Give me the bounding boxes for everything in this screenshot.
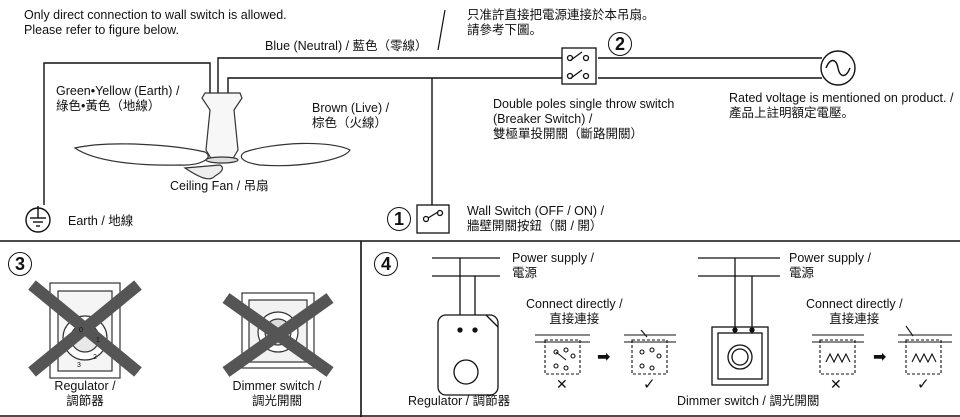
power-supply-left: Power supply / 電源 [512, 251, 594, 281]
dial-label-3: 3 [77, 362, 81, 369]
dial-label-0: 0 [79, 327, 83, 334]
rated-line-2: 產品上註明額定電壓。 [729, 106, 855, 120]
cross-mark-icon: ✕ [830, 376, 842, 392]
connect-directly-right: Connect directly / 直接連接 [806, 297, 903, 327]
power-supply-right-2: 電源 [789, 266, 815, 280]
green-yellow-line-2: 綠色•黃色（地線） [56, 99, 161, 113]
regulator-line-1: Regulator / [54, 379, 116, 393]
regulator-right-schematic [624, 329, 676, 375]
ceiling-fan-label: Ceiling Fan / 吊扇 [170, 179, 269, 193]
blue-neutral-label: Blue (Neutral) / 藍色（零線） [265, 39, 428, 53]
green-yellow-line-1: Green•Yellow (Earth) / [56, 84, 180, 98]
breaker-switch-symbol [561, 47, 597, 85]
power-supply-left-1: Power supply / [512, 251, 594, 265]
dimmer-wrong-schematic [812, 334, 864, 375]
earth-symbol [25, 206, 51, 233]
dial-label-1: 1 [96, 337, 100, 344]
notice-en: Only direct connection to wall switch is… [24, 8, 287, 38]
ac-source-symbol [820, 50, 856, 86]
regulator-label: Regulator / 調節器 [50, 379, 120, 409]
notice-zh-line-2: 請參考下圖。 [467, 23, 543, 37]
dimmer-device-label: Dimmer switch / 調光開關 [677, 394, 820, 408]
power-supply-left-2: 電源 [512, 266, 538, 280]
dimmer-right-schematic [898, 325, 952, 375]
step-marker-1: 1 [387, 207, 411, 231]
connect-directly-right-1: Connect directly / [806, 297, 903, 311]
dimmer-line-1: Dimmer switch / [232, 379, 322, 393]
step-marker-2: 2 [608, 32, 632, 56]
wall-switch-symbol [416, 204, 450, 234]
ceiling-fan-illustration [73, 92, 351, 180]
connect-directly-left-2: 直接連接 [549, 312, 600, 326]
regulator-line-2: 調節器 [66, 394, 104, 408]
step-marker-4: 4 [374, 252, 398, 276]
breaker-line-2: (Breaker Switch) / [493, 112, 593, 126]
dimmer-label: Dimmer switch / 調光開關 [222, 379, 332, 409]
power-supply-right-1: Power supply / [789, 251, 871, 265]
arrow-right-icon: ➡ [873, 349, 887, 366]
dimmer-device [711, 326, 769, 386]
regulator-device [437, 314, 499, 396]
green-yellow-label: Green•Yellow (Earth) / 綠色•黃色（地線） [56, 84, 179, 114]
connect-directly-left-1: Connect directly / [526, 297, 623, 311]
notice-zh-line-1: 只准許直接把電源連接於本吊扇。 [467, 8, 655, 22]
notice-zh: 只准許直接把電源連接於本吊扇。 請參考下圖。 [467, 8, 655, 38]
power-supply-right: Power supply / 電源 [789, 251, 871, 281]
brown-live-label: Brown (Live) / 棕色（火線） [312, 101, 389, 131]
connect-directly-right-2: 直接連接 [829, 312, 880, 326]
breaker-line-3: 雙極單投開關（斷路開關） [493, 127, 644, 141]
notice-en-line-1: Only direct connection to wall switch is… [24, 8, 287, 22]
step-marker-3: 3 [8, 252, 32, 276]
check-mark-icon: ✓ [917, 376, 930, 393]
check-mark-icon: ✓ [643, 376, 656, 393]
wall-switch-line-2: 牆壁開關按鈕（關 / 開） [467, 219, 603, 233]
earth-label: Earth / 地線 [68, 214, 134, 228]
brown-live-line-1: Brown (Live) / [312, 101, 390, 115]
breaker-switch-label: Double poles single throw switch (Breake… [493, 97, 674, 142]
notice-en-line-2: Please refer to figure below. [24, 23, 179, 37]
connect-directly-left: Connect directly / 直接連接 [526, 297, 623, 327]
cross-mark-icon: ✕ [556, 376, 568, 392]
dial-label-2: 2 [93, 354, 97, 361]
wall-switch-line-1: Wall Switch (OFF / ON) / [467, 204, 605, 218]
regulator-device-label: Regulator / 調節器 [408, 394, 511, 408]
wall-switch-label: Wall Switch (OFF / ON) / 牆壁開關按鈕（關 / 開） [467, 204, 604, 234]
brown-live-line-2: 棕色（火線） [312, 116, 388, 130]
breaker-line-1: Double poles single throw switch [493, 97, 675, 111]
regulator-wrong-schematic [535, 334, 590, 375]
rated-voltage-label: Rated voltage is mentioned on product. /… [729, 91, 953, 121]
dimmer-line-2: 調光開關 [251, 394, 302, 408]
rated-line-1: Rated voltage is mentioned on product. / [729, 91, 954, 105]
arrow-right-icon: ➡ [597, 349, 611, 366]
